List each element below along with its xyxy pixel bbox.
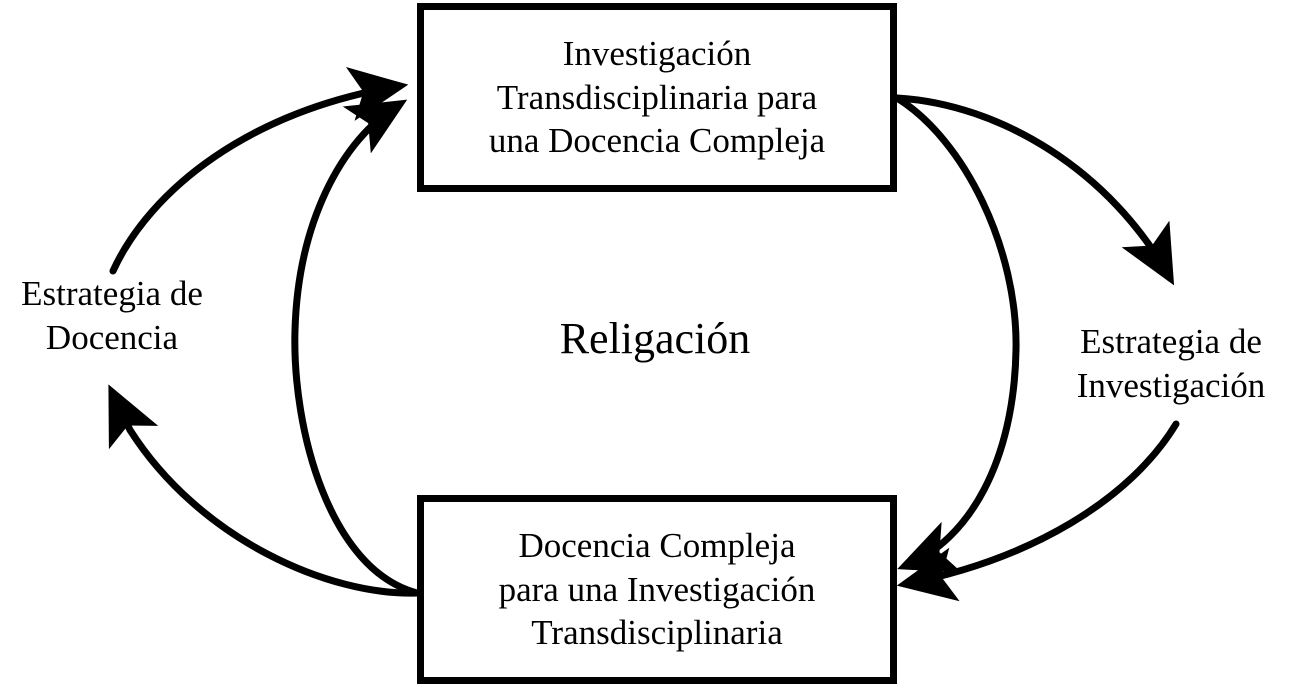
edge-label-left: Estrategia de Docencia [21,274,203,357]
node-box-bottom-label: Docencia Compleja para una Investigación… [498,525,816,653]
arrow-bottom-to-top-inner [291,99,421,597]
arrow-top-to-bottom-outer-lower [896,420,1180,602]
node-box-bottom: Docencia Compleja para una Investigación… [417,495,897,684]
arrow-bottom-to-top-outer-upper [109,67,409,275]
node-box-top-label: Investigación Transdisciplinaria para un… [488,33,826,161]
arrow-top-to-bottom-inner [893,94,1020,573]
arrow-bottom-to-top-outer-lower [108,384,421,597]
edge-label-right: Estrategia de Investigación [1076,322,1266,405]
center-label: Religación [559,314,751,363]
arrow-top-to-bottom-outer-upper [893,94,1175,286]
node-box-top: Investigación Transdisciplinaria para un… [417,3,897,192]
